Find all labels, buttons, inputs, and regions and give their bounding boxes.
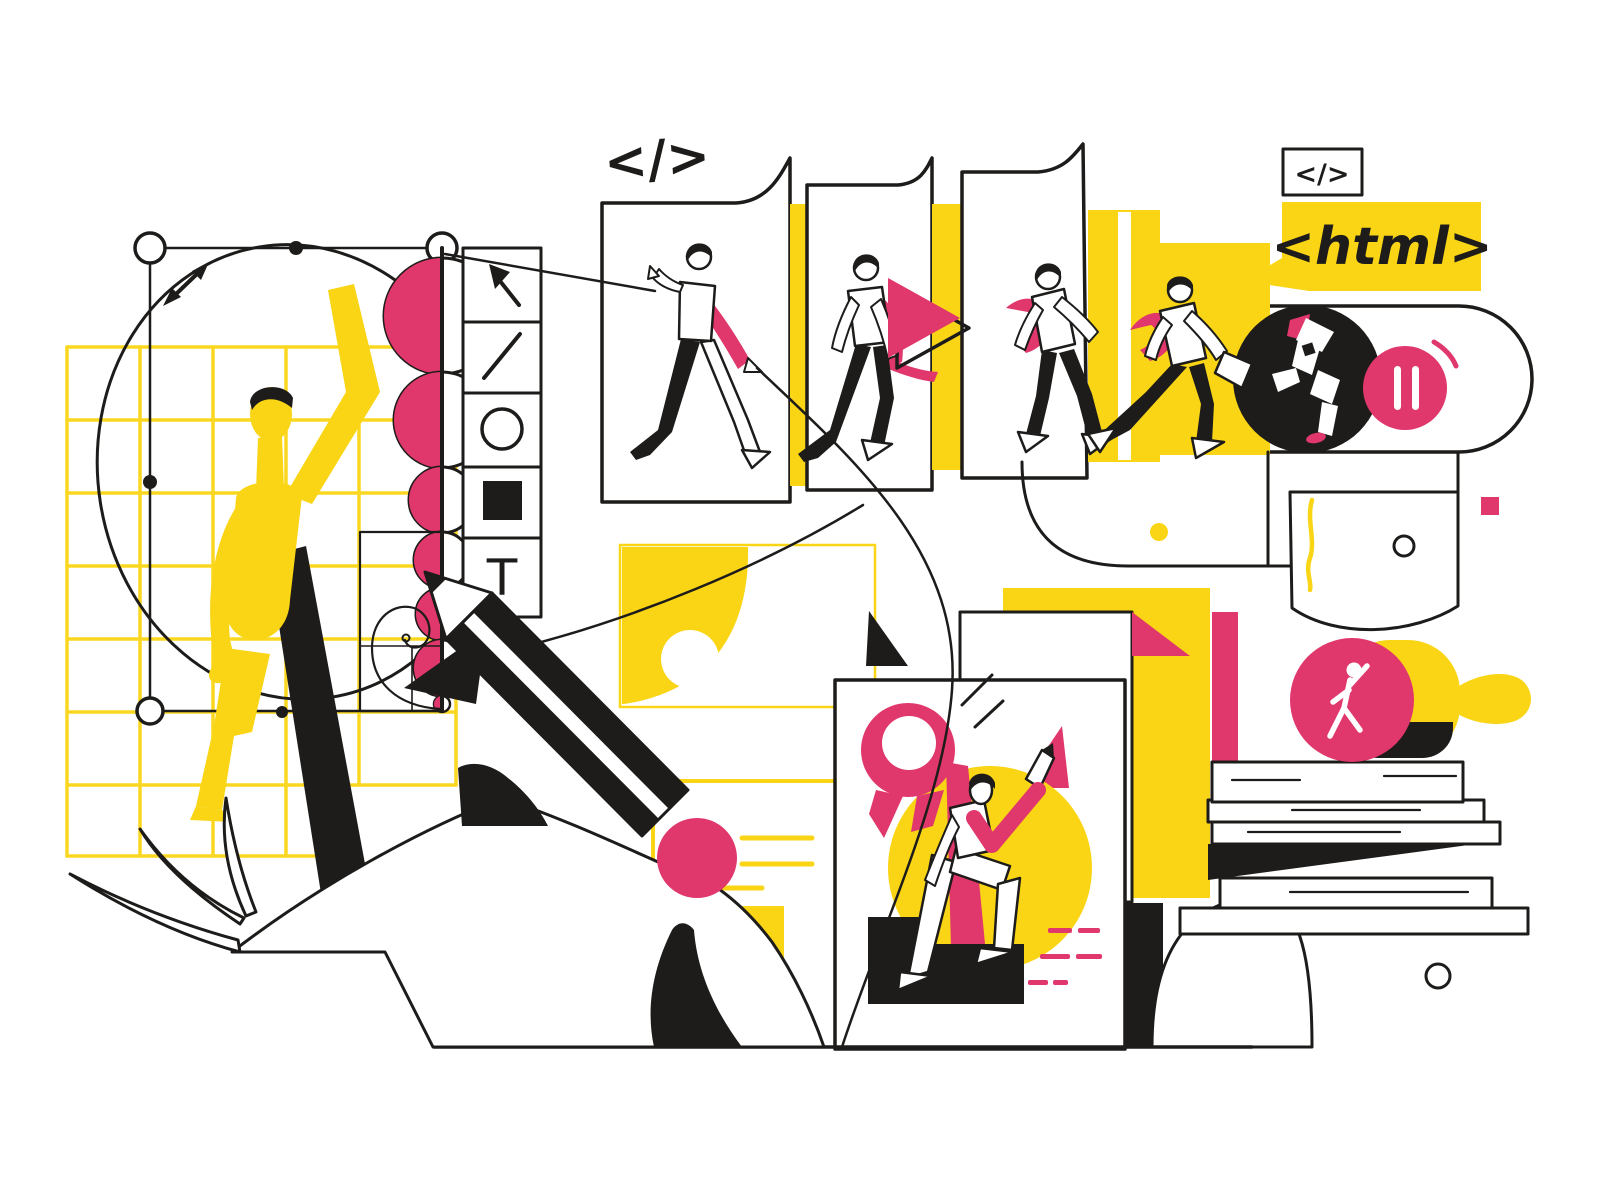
frame-stripe-a	[790, 204, 807, 486]
pink-bar	[1212, 612, 1238, 762]
certificate	[833, 673, 1127, 1051]
approval-stamp	[1290, 638, 1531, 762]
folded-corner	[1132, 612, 1190, 656]
resize-arrow-icon	[163, 262, 209, 306]
swoosh	[488, 503, 865, 657]
play-icon	[888, 278, 971, 370]
flow-arc	[755, 366, 954, 1049]
curled-page	[1288, 490, 1460, 631]
walker-4	[1086, 276, 1254, 460]
finger-1	[68, 872, 242, 954]
pencil	[423, 570, 737, 898]
code-box: </>	[1281, 147, 1364, 197]
pencil-graphite	[425, 572, 447, 594]
pink-square-accent	[1481, 497, 1499, 515]
speed-dashes	[1028, 928, 1102, 985]
design-toolbar: T	[461, 246, 543, 619]
stamp-figure	[1327, 662, 1370, 739]
award-badge	[861, 703, 955, 838]
finger-3	[222, 796, 258, 918]
climbing-figure	[896, 743, 1056, 992]
rectangle-tool-icon	[483, 481, 522, 520]
yellow-dot-accent	[1150, 523, 1168, 541]
code-symbol: </>	[602, 126, 712, 193]
html-tag-text: <html>	[1271, 217, 1492, 277]
figure-neck	[256, 436, 284, 490]
handoff-card	[1213, 350, 1254, 390]
stamp-and-stack	[1125, 638, 1531, 1049]
runner-circle	[1233, 305, 1381, 453]
thumb-shadow	[458, 763, 548, 826]
html-speech-bubble: <html>	[1243, 202, 1493, 291]
handle-mid-top	[289, 241, 303, 255]
black-triangle-accent	[866, 611, 908, 666]
black-wedge	[1208, 844, 1476, 880]
vitruvian-figure	[190, 284, 380, 900]
figure-front-leg	[196, 648, 270, 810]
handle-top-left	[133, 231, 167, 265]
sheet-1	[1210, 760, 1465, 804]
pink-check	[966, 782, 1046, 853]
handle-mid-bottom	[276, 706, 288, 718]
side-panel	[1020, 450, 1499, 631]
pause-icon	[1363, 339, 1459, 430]
frame-4-stripe	[1118, 212, 1131, 460]
stamp-handle	[1456, 673, 1531, 724]
hand-with-pencil	[68, 570, 826, 1049]
animation-frames	[600, 142, 1160, 504]
handle-mid-left	[143, 475, 157, 489]
walker-3	[1006, 263, 1114, 456]
figure-back-leg	[268, 546, 376, 900]
sheet-5	[1178, 906, 1530, 936]
figure-hair	[250, 387, 293, 410]
image-card	[618, 543, 877, 709]
code-box-symbol: </>	[1294, 159, 1349, 190]
wrist-crescent	[650, 923, 742, 1047]
figure-raised-arm	[286, 284, 380, 504]
runner-figure	[1272, 314, 1340, 444]
pencil-eraser	[657, 818, 737, 898]
finger-2	[138, 827, 246, 926]
line-tool-icon	[482, 332, 522, 380]
player-pill	[1086, 243, 1534, 460]
cursor-tool-icon	[489, 264, 521, 307]
frame-stripe-b	[932, 204, 962, 470]
small-circle-accent	[1424, 962, 1452, 990]
walker-1	[630, 243, 772, 470]
figure-hanging-arm	[210, 504, 252, 678]
figure-foot	[190, 806, 232, 822]
ellipse-tool-icon	[480, 407, 524, 451]
handle-bottom-left	[135, 696, 165, 726]
